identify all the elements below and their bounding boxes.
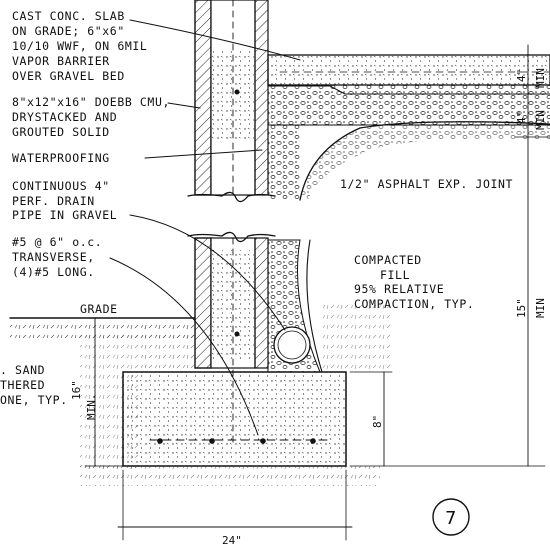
svg-text:PERF. DRAIN: PERF. DRAIN xyxy=(12,194,95,208)
svg-text:GROUTED SOLID: GROUTED SOLID xyxy=(12,125,110,139)
note-drain: CONTINUOUS 4" PERF. DRAIN PIPE IN GRAVEL xyxy=(12,179,286,331)
svg-text:24": 24" xyxy=(222,534,242,547)
svg-text:CAST CONC. SLAB: CAST CONC. SLAB xyxy=(12,9,125,23)
note-cmu: 8"x12"x16" DOEBB CMU, DRYSTACKED AND GRO… xyxy=(12,95,201,139)
svg-text:#5 @ 6" o.c.: #5 @ 6" o.c. xyxy=(12,235,102,249)
svg-text:MIN: MIN xyxy=(534,68,547,88)
break-line xyxy=(187,191,276,243)
svg-text:CONTINUOUS 4": CONTINUOUS 4" xyxy=(12,179,110,193)
dimension-footing-height: 8" xyxy=(349,371,393,467)
svg-text:OVER GRAVEL BED: OVER GRAVEL BED xyxy=(12,69,125,83)
svg-text:FILL: FILL xyxy=(380,268,410,282)
svg-text:MIN: MIN xyxy=(534,298,547,318)
svg-text:WATERPROOFING: WATERPROOFING xyxy=(12,151,110,165)
svg-text:COMPACTED: COMPACTED xyxy=(354,253,422,267)
dimension-total-depth: 15" MIN xyxy=(349,136,547,467)
cmu-wall-upper xyxy=(194,0,269,196)
svg-text:1/2" ASPHALT EXP. JOINT: 1/2" ASPHALT EXP. JOINT xyxy=(340,177,513,191)
svg-text:15": 15" xyxy=(515,298,528,318)
svg-text:ONE, TYP.: ONE, TYP. xyxy=(0,393,68,407)
svg-text:8"x12"x16" DOEBB CMU,: 8"x12"x16" DOEBB CMU, xyxy=(12,95,170,109)
svg-text:PIPE IN GRAVEL: PIPE IN GRAVEL xyxy=(12,208,117,222)
svg-text:MIN.: MIN. xyxy=(85,394,98,421)
detail-number-tag: 7 xyxy=(432,498,470,536)
drain-gravel xyxy=(267,239,323,373)
svg-text:8": 8" xyxy=(371,415,384,428)
concrete-slab xyxy=(267,54,550,126)
svg-text:95% RELATIVE: 95% RELATIVE xyxy=(354,282,444,296)
svg-text:16": 16" xyxy=(70,380,83,400)
note-rebar: #5 @ 6" o.c. TRANSVERSE, (4)#5 LONG. xyxy=(12,235,259,436)
svg-text:4": 4" xyxy=(515,69,528,82)
svg-text:THERED: THERED xyxy=(0,378,45,392)
dimension-footing-width: 24" xyxy=(117,469,353,547)
note-expansion-joint: 1/2" ASPHALT EXP. JOINT xyxy=(340,177,513,191)
concrete-footing xyxy=(80,371,380,486)
note-sand: . SAND THERED ONE, TYP. xyxy=(0,363,68,407)
note-slab: CAST CONC. SLAB ON GRADE; 6"x6" 10/10 WW… xyxy=(12,9,301,83)
svg-text:ON GRADE; 6"x6": ON GRADE; 6"x6" xyxy=(12,24,125,38)
dimension-footing-depth: 16" MIN. xyxy=(70,317,124,467)
compacted-fill xyxy=(268,121,550,201)
svg-text:(4)#5 LONG.: (4)#5 LONG. xyxy=(12,265,95,279)
svg-text:COMPACTION, TYP.: COMPACTION, TYP. xyxy=(354,297,474,311)
svg-text:MIN: MIN xyxy=(534,110,547,130)
dimension-slab-thickness: 4" MIN xyxy=(514,44,550,95)
svg-text:. SAND: . SAND xyxy=(0,363,45,377)
svg-text:10/10 WWF, ON 6MIL: 10/10 WWF, ON 6MIL xyxy=(12,39,147,53)
svg-text:4": 4" xyxy=(515,111,528,124)
svg-text:TRANSVERSE,: TRANSVERSE, xyxy=(12,250,95,264)
detail-number: 7 xyxy=(445,508,456,529)
svg-text:DRYSTACKED AND: DRYSTACKED AND xyxy=(12,110,117,124)
note-waterproofing: WATERPROOFING xyxy=(12,149,263,165)
svg-text:VAPOR BARRIER: VAPOR BARRIER xyxy=(12,54,110,68)
dimension-gravel-thickness: 4" MIN xyxy=(514,93,550,138)
note-compacted-fill: COMPACTED FILL 95% RELATIVE COMPACTION, … xyxy=(354,253,474,311)
svg-text:GRADE: GRADE xyxy=(80,302,118,316)
note-grade: GRADE xyxy=(80,302,118,316)
